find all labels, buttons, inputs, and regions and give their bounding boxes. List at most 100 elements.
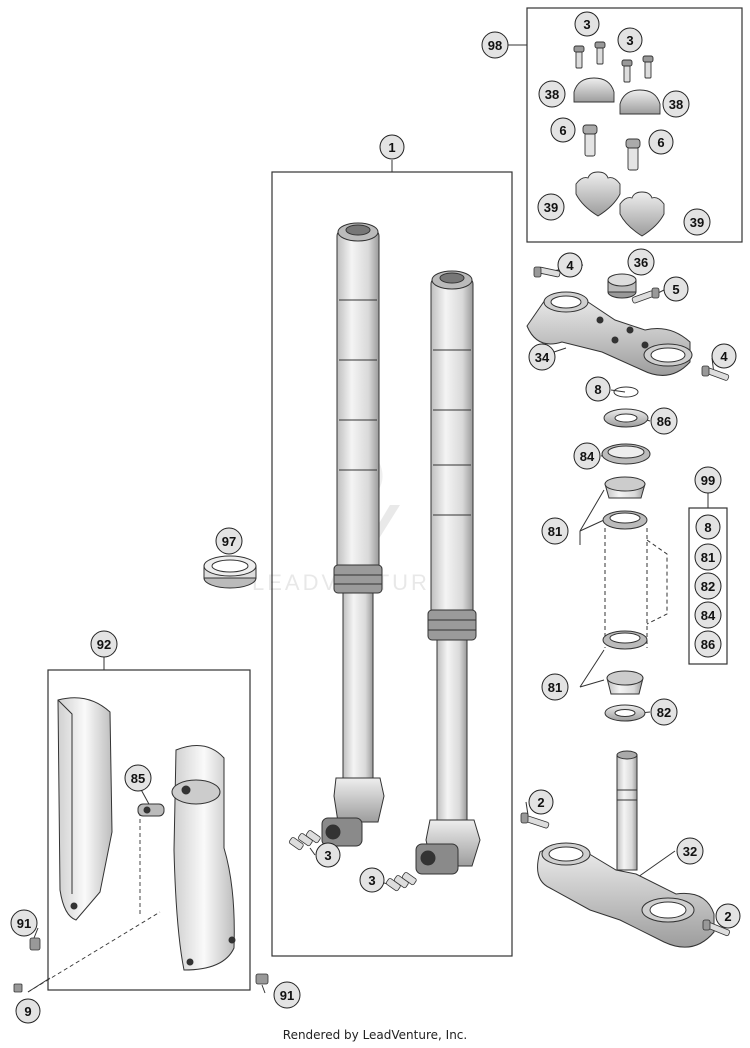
svg-text:81: 81: [701, 550, 715, 565]
svg-text:91: 91: [17, 916, 31, 931]
callout-81: 81: [694, 543, 722, 571]
callout-34: 34: [528, 343, 556, 371]
callout-86: 86: [650, 407, 678, 435]
callout-82: 82: [650, 698, 678, 726]
svg-text:3: 3: [626, 33, 633, 48]
steering-tube-outline: [604, 528, 648, 648]
svg-text:9: 9: [24, 1004, 31, 1019]
svg-text:39: 39: [544, 200, 558, 215]
callout-98: 98: [481, 31, 509, 59]
callout-3: 3: [574, 11, 600, 37]
callout-82: 82: [694, 572, 722, 600]
leader-lines: [27, 44, 715, 994]
svg-text:92: 92: [97, 637, 111, 652]
callout-81: 81: [541, 673, 569, 701]
handlebar-clamp-parts: [573, 41, 665, 237]
upper-clamp-left-icon: [573, 77, 615, 103]
callout-2: 2: [528, 789, 554, 815]
callout-labels: 98 3 3 38 38 6 6 39 39 1 4 36 5 34 4 8 8…: [10, 11, 741, 1024]
callout-86: 86: [694, 630, 722, 658]
svg-text:82: 82: [701, 579, 715, 594]
callout-9: 9: [15, 998, 41, 1024]
svg-text:97: 97: [222, 534, 236, 549]
svg-text:6: 6: [657, 135, 664, 150]
right-fork-leg-icon: [415, 270, 481, 875]
svg-text:4: 4: [566, 258, 574, 273]
svg-text:34: 34: [535, 350, 550, 365]
callout-32: 32: [676, 837, 704, 865]
callout-36: 36: [627, 248, 655, 276]
steering-bearing-stack: [601, 386, 668, 722]
svg-text:6: 6: [559, 123, 566, 138]
clamp-ring-icon: [203, 555, 257, 589]
callout-6: 6: [648, 129, 674, 155]
svg-text:5: 5: [672, 282, 679, 297]
svg-text:8: 8: [594, 382, 601, 397]
footer-credit: Rendered by LeadVenture, Inc.: [282, 1028, 468, 1042]
svg-text:82: 82: [657, 705, 671, 720]
callout-91: 91: [273, 981, 301, 1009]
svg-text:84: 84: [580, 449, 595, 464]
callout-8: 8: [585, 376, 611, 402]
svg-text:3: 3: [583, 17, 590, 32]
svg-text:2: 2: [537, 795, 544, 810]
callout-39: 39: [537, 193, 565, 221]
pinch-bolt-icon: [533, 266, 730, 381]
upper-clamp-right-icon: [619, 89, 661, 115]
svg-text:8: 8: [704, 520, 711, 535]
fork-guard-left-icon: [57, 697, 113, 921]
riser-bolt-icon: [582, 124, 598, 157]
svg-text:81: 81: [548, 524, 562, 539]
handlebar-clamp-kit-frame: [526, 7, 743, 243]
clamp-bolt-icon: [621, 59, 633, 83]
callout-6: 6: [550, 117, 576, 143]
svg-text:86: 86: [701, 637, 715, 652]
lower-triple-clamp-icon: [537, 750, 715, 948]
callout-8: 8: [695, 514, 721, 540]
callout-91: 91: [10, 909, 38, 937]
callout-81: 81: [541, 517, 569, 545]
fork-guard-right-icon: [171, 745, 236, 971]
callout-38: 38: [538, 80, 566, 108]
callout-39: 39: [683, 208, 711, 236]
svg-text:3: 3: [368, 873, 375, 888]
svg-text:1: 1: [388, 140, 395, 155]
callout-3: 3: [617, 27, 643, 53]
callout-38: 38: [662, 90, 690, 118]
svg-text:32: 32: [683, 844, 697, 859]
guard-screws-icon: [13, 937, 269, 993]
svg-text:39: 39: [690, 215, 704, 230]
svg-text:98: 98: [488, 38, 502, 53]
callout-3: 3: [315, 842, 341, 868]
lower-clamp-bolt-icon: [520, 812, 731, 937]
svg-text:99: 99: [701, 473, 715, 488]
callout-84: 84: [573, 442, 601, 470]
left-fork-leg-icon: [321, 222, 385, 847]
callout-99: 99: [694, 466, 722, 494]
svg-text:38: 38: [669, 97, 683, 112]
svg-text:81: 81: [548, 680, 562, 695]
callout-2: 2: [715, 903, 741, 929]
callout-3: 3: [359, 867, 385, 893]
callout-97: 97: [215, 527, 243, 555]
o-ring-icon: [613, 386, 639, 398]
brake-line-clip-icon: [137, 803, 165, 817]
fork-guard-frame: [47, 669, 251, 991]
handlebar-riser-right-icon: [619, 191, 665, 237]
top-nut-icon: [607, 273, 637, 299]
callout-4: 4: [711, 343, 737, 369]
svg-text:86: 86: [657, 414, 671, 429]
callout-84: 84: [694, 601, 722, 629]
axle-clamp-bolts-icon: [288, 830, 417, 892]
callout-5: 5: [663, 276, 689, 302]
svg-text:91: 91: [280, 988, 294, 1003]
svg-text:4: 4: [720, 349, 728, 364]
callout-92: 92: [90, 630, 118, 658]
svg-text:3: 3: [324, 848, 331, 863]
clamp-bolt-icon: [594, 41, 606, 65]
callout-4: 4: [557, 252, 583, 278]
upper-triple-clamp-icon: [526, 291, 693, 376]
svg-text:36: 36: [634, 255, 648, 270]
riser-bolt-icon: [625, 138, 641, 171]
